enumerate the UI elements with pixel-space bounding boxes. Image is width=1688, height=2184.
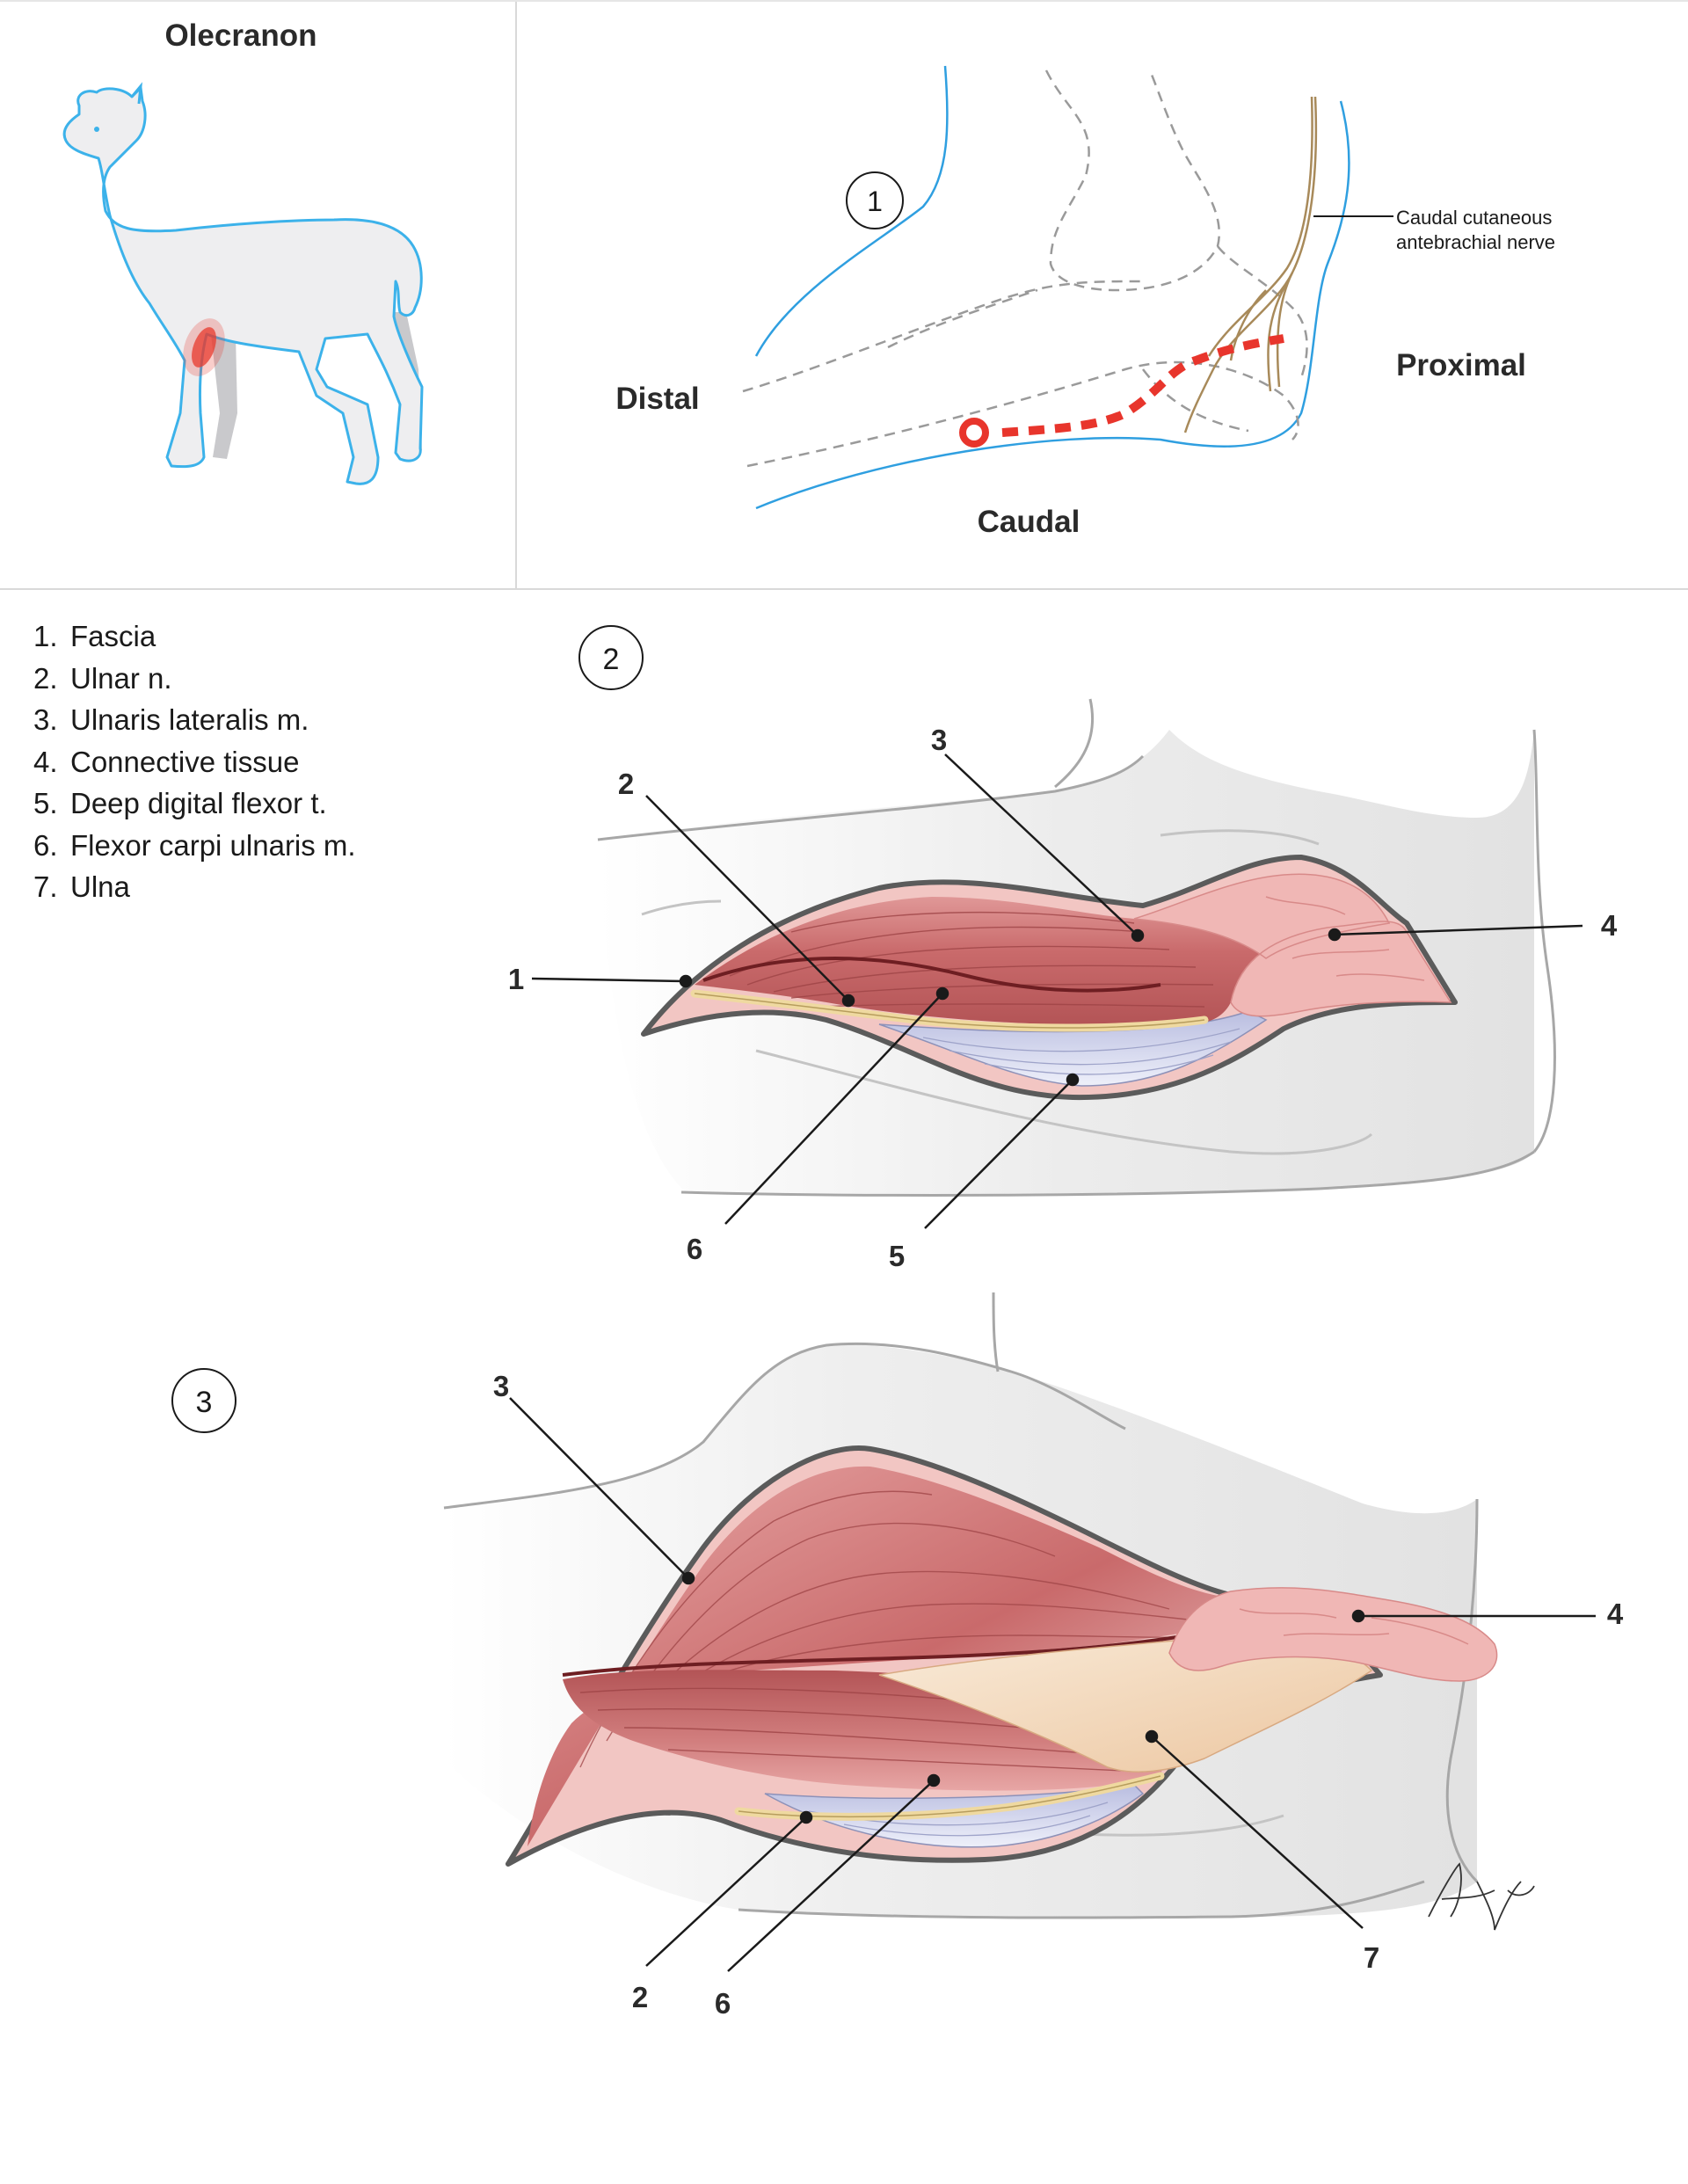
bone-outline xyxy=(742,69,1308,468)
legend-item: 7. Ulna xyxy=(33,866,356,908)
legend-number: 7. xyxy=(33,870,58,903)
intermuscular-line xyxy=(702,957,1161,993)
callout-7: 7 xyxy=(1364,1941,1379,1974)
legend-item: 2. Ulnar n. xyxy=(33,658,356,700)
legend-label: Fascia xyxy=(70,620,156,652)
direction-proximal: Proximal xyxy=(1396,348,1526,382)
step-circle-2 xyxy=(578,625,644,690)
direction-distal: Distal xyxy=(615,382,699,416)
alpaca-illustration xyxy=(62,82,424,485)
legend-label: Deep digital flexor t. xyxy=(70,787,327,819)
nerve-label-line2: antebrachial nerve xyxy=(1396,231,1555,253)
tendon-fibers xyxy=(922,1028,1241,1075)
callout-2: 2 xyxy=(632,1981,648,2013)
incision-start-marker xyxy=(959,418,989,448)
legend-item: 5. Deep digital flexor t. xyxy=(33,783,356,825)
legend-label: Ulnaris lateralis m. xyxy=(70,703,309,736)
skin-outline xyxy=(754,65,1350,510)
callout-4: 4 xyxy=(1601,909,1618,942)
legend-label: Flexor carpi ulnaris m. xyxy=(70,828,356,862)
legend-item: 1. Fascia xyxy=(33,615,356,658)
legend-number: 5. xyxy=(33,787,58,819)
legend-item: 6. Flexor carpi ulnaris m. xyxy=(33,825,356,867)
legend-label: Connective tissue xyxy=(70,745,300,778)
callout-4: 4 xyxy=(1607,1598,1624,1630)
artist-signature xyxy=(1428,1862,1535,1931)
legend-number: 6. xyxy=(33,828,58,862)
legend-number: 4. xyxy=(33,745,58,778)
direction-caudal: Caudal xyxy=(978,505,1080,539)
muscle-fibers xyxy=(729,911,1214,1008)
skin-folds xyxy=(597,698,1556,1197)
step-number-2: 2 xyxy=(603,643,620,676)
step-circle-1 xyxy=(846,171,904,229)
legend-number: 3. xyxy=(33,703,58,736)
legend-number: 1. xyxy=(33,620,58,652)
legend-label: Ulnar n. xyxy=(70,661,172,695)
callout-6: 6 xyxy=(715,1987,731,2020)
legend-label: Ulna xyxy=(70,870,130,903)
callout-lines-panel-2 xyxy=(531,753,1583,1229)
callout-3: 3 xyxy=(931,724,947,756)
callout-6: 6 xyxy=(687,1233,702,1265)
nerve-label-line1: Caudal cutaneous xyxy=(1396,207,1552,229)
callout-5: 5 xyxy=(889,1240,905,1272)
panel-title: Olecranon xyxy=(164,18,316,53)
callout-1: 1 xyxy=(508,963,524,995)
callout-2: 2 xyxy=(618,768,634,800)
connective-tissue xyxy=(1133,873,1452,1017)
step-circle-3 xyxy=(171,1368,236,1433)
step-number-1: 1 xyxy=(867,186,883,217)
structure-legend: 1. Fascia 2. Ulnar n. 3. Ulnaris lateralis … xyxy=(33,615,356,908)
incision-line xyxy=(959,334,1284,448)
muscle-fibers xyxy=(579,1490,1232,1768)
ulna-bone xyxy=(878,1634,1373,1773)
legend-item: 4. Connective tissue xyxy=(33,741,356,783)
intermuscular-line xyxy=(562,1629,1214,1677)
callout-lines-panel-3 xyxy=(509,1397,1596,1972)
step-number-3: 3 xyxy=(196,1386,213,1419)
legend-number: 2. xyxy=(33,661,58,695)
legend-item: 3. Ulnaris lateralis m. xyxy=(33,699,356,741)
callout-3: 3 xyxy=(493,1370,509,1402)
